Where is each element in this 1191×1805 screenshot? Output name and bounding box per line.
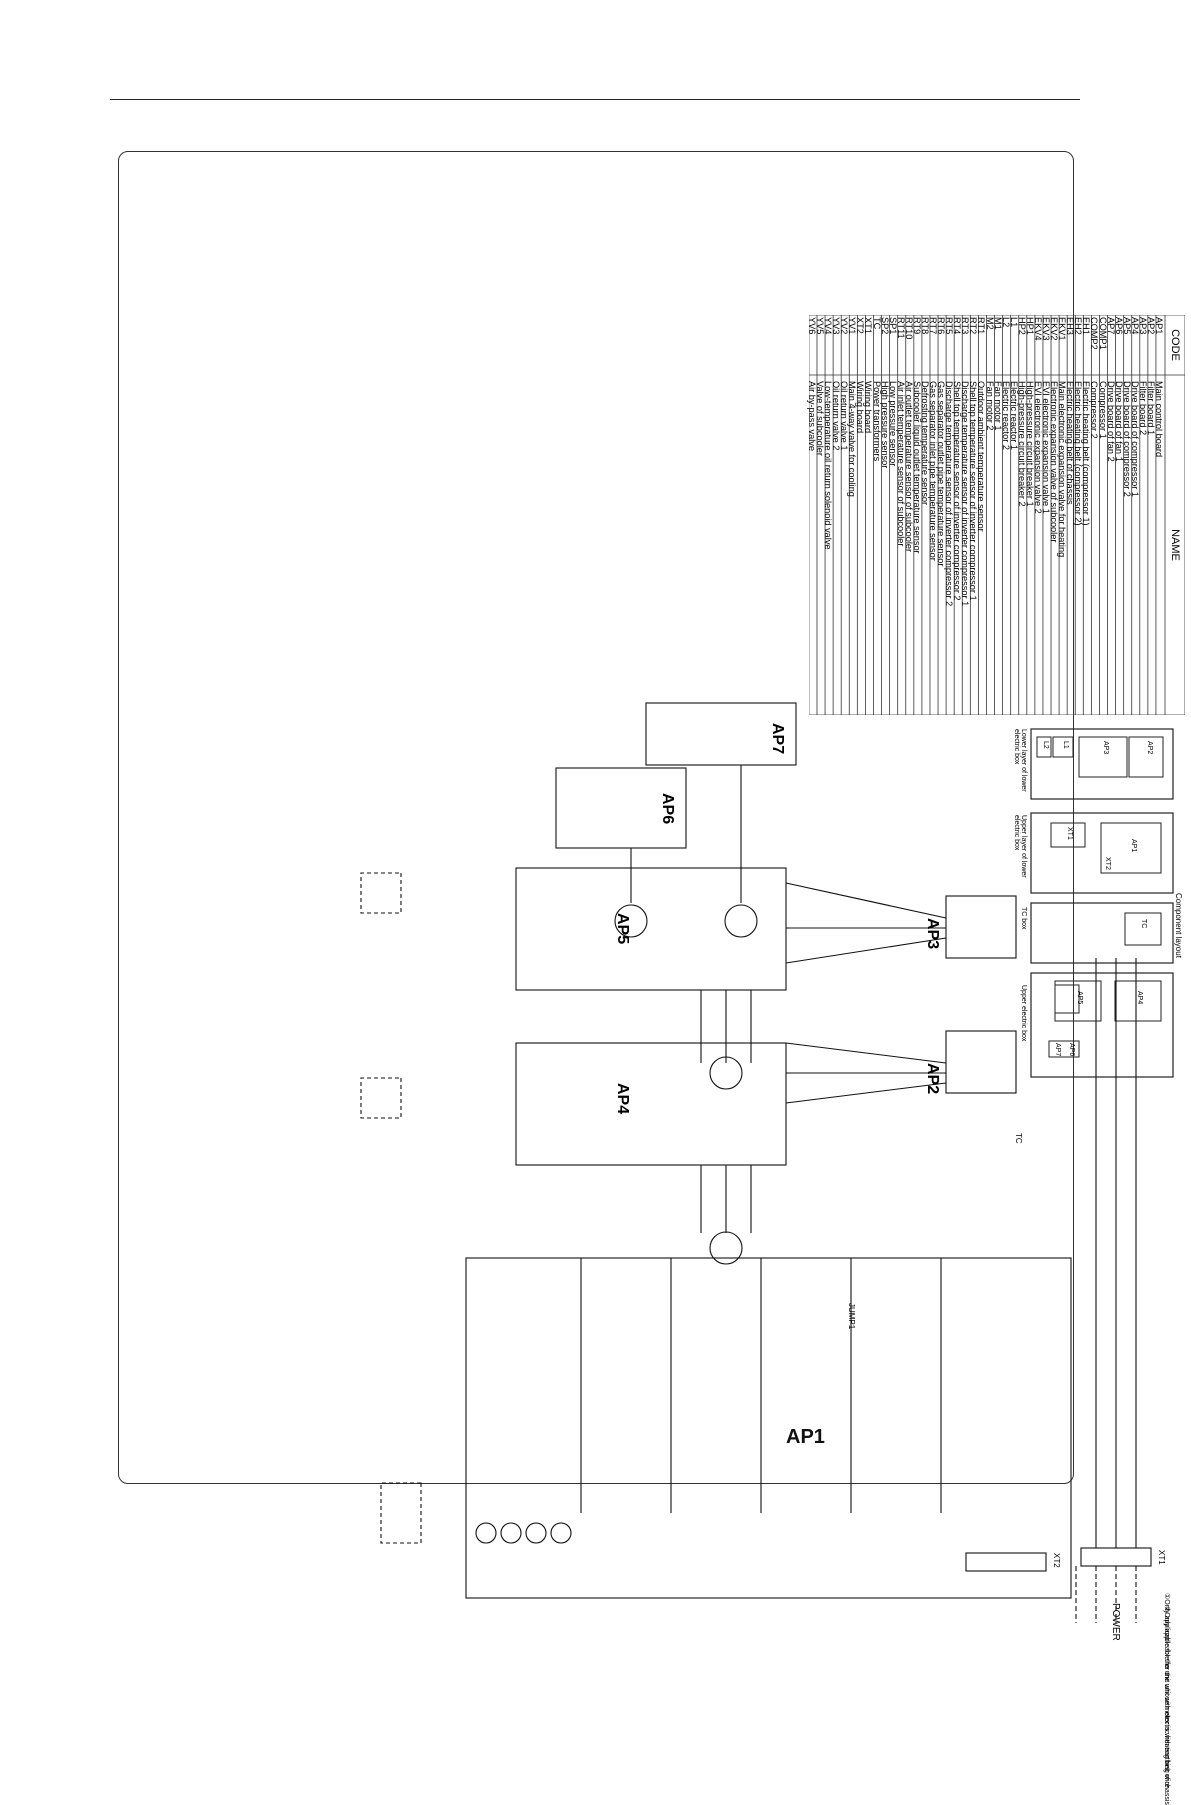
ap2-label: AP2 (924, 1063, 941, 1095)
component-layout-panel: AP2 AP3 L1 L2 AP1 XT2 XT1 TC AP4 AP5 AP6… (933, 723, 1183, 1083)
ap3-label: AP3 (924, 918, 941, 950)
note-2: ②Only applicable for the unit with elect… (1163, 1606, 1170, 1805)
xt1-label: XT1 (1157, 1550, 1166, 1565)
table-grid (809, 315, 1185, 715)
xt2-label: XT2 (1052, 1553, 1061, 1568)
ap4-label: AP4 (614, 1083, 631, 1115)
ap6-label: AP6 (659, 793, 676, 825)
ap1-label: AP1 (786, 1426, 825, 1448)
ap7-label: AP7 (769, 723, 786, 755)
tc-label: TC (1014, 1133, 1023, 1144)
ap5-label: AP5 (614, 913, 631, 945)
jump-label: JUMP1 (847, 1303, 856, 1330)
power-label: POWER (1110, 1603, 1121, 1641)
ap1-board-outline (465, 1257, 1072, 1599)
header-rule (110, 99, 1080, 100)
layout-panel-drawing (1030, 728, 1174, 1078)
wiring-schematic: AP1 (360, 702, 1152, 1623)
